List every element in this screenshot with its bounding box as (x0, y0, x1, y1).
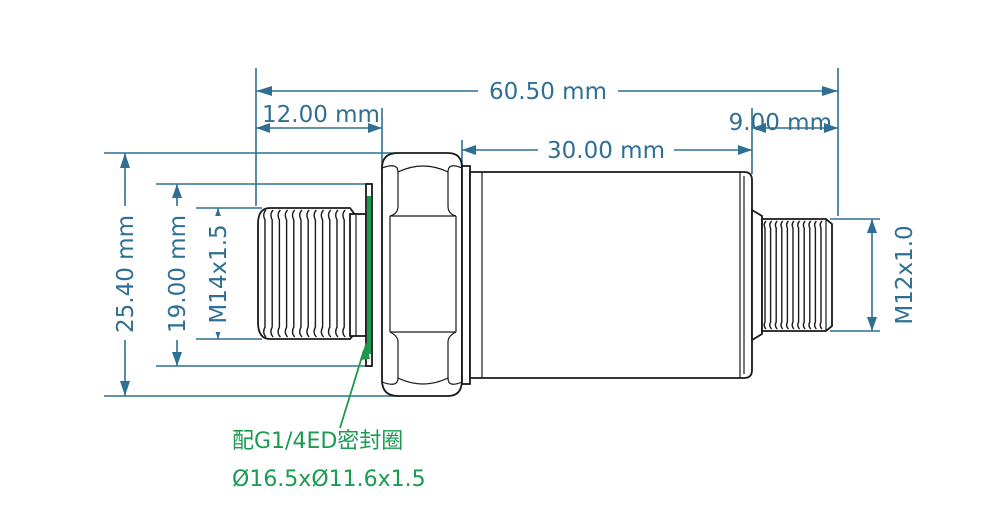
seal-ring (365, 183, 373, 367)
dim-connector-length: 9.00 mm (729, 110, 838, 136)
dim-overall-length: 60.50 mm (256, 76, 838, 106)
connector-length-label: 9.00 mm (729, 110, 832, 136)
dim-connector-thread: M12x1.0 (867, 219, 918, 331)
sensor-body (469, 171, 753, 379)
seal-note-leader (339, 342, 370, 429)
dim-seal-diameter: 19.00 mm (162, 184, 192, 366)
hex-nut (381, 152, 471, 397)
connector-part (751, 208, 833, 342)
body-length-label: 30.00 mm (547, 138, 665, 164)
connector-thread-label: M12x1.0 (892, 225, 918, 324)
extension-lines (104, 68, 880, 397)
hex-across-label: 25.40 mm (113, 215, 139, 333)
dim-body-length: 30.00 mm (462, 136, 752, 166)
inlet-thread-label: M14x1.5 (206, 224, 232, 323)
connector-thread-lines (763, 220, 823, 330)
dim-hex-across: 25.40 mm (110, 153, 140, 396)
overall-length-label: 60.50 mm (489, 79, 607, 105)
thread-length-label: 12.00 mm (262, 102, 380, 128)
seal-note-line2: Ø16.5xØ11.6x1.5 (232, 467, 426, 492)
inlet-thread-lines (263, 209, 346, 338)
seal-note-line1: 配G1/4ED密封圈 (232, 429, 403, 454)
dim-inlet-thread: M14x1.5 (203, 208, 233, 339)
seal-note: 配G1/4ED密封圈 Ø16.5xØ11.6x1.5 (232, 429, 426, 492)
dim-thread-length: 12.00 mm (256, 102, 382, 133)
seal-diameter-label: 19.00 mm (165, 215, 191, 333)
inlet-thread-part (257, 207, 367, 340)
